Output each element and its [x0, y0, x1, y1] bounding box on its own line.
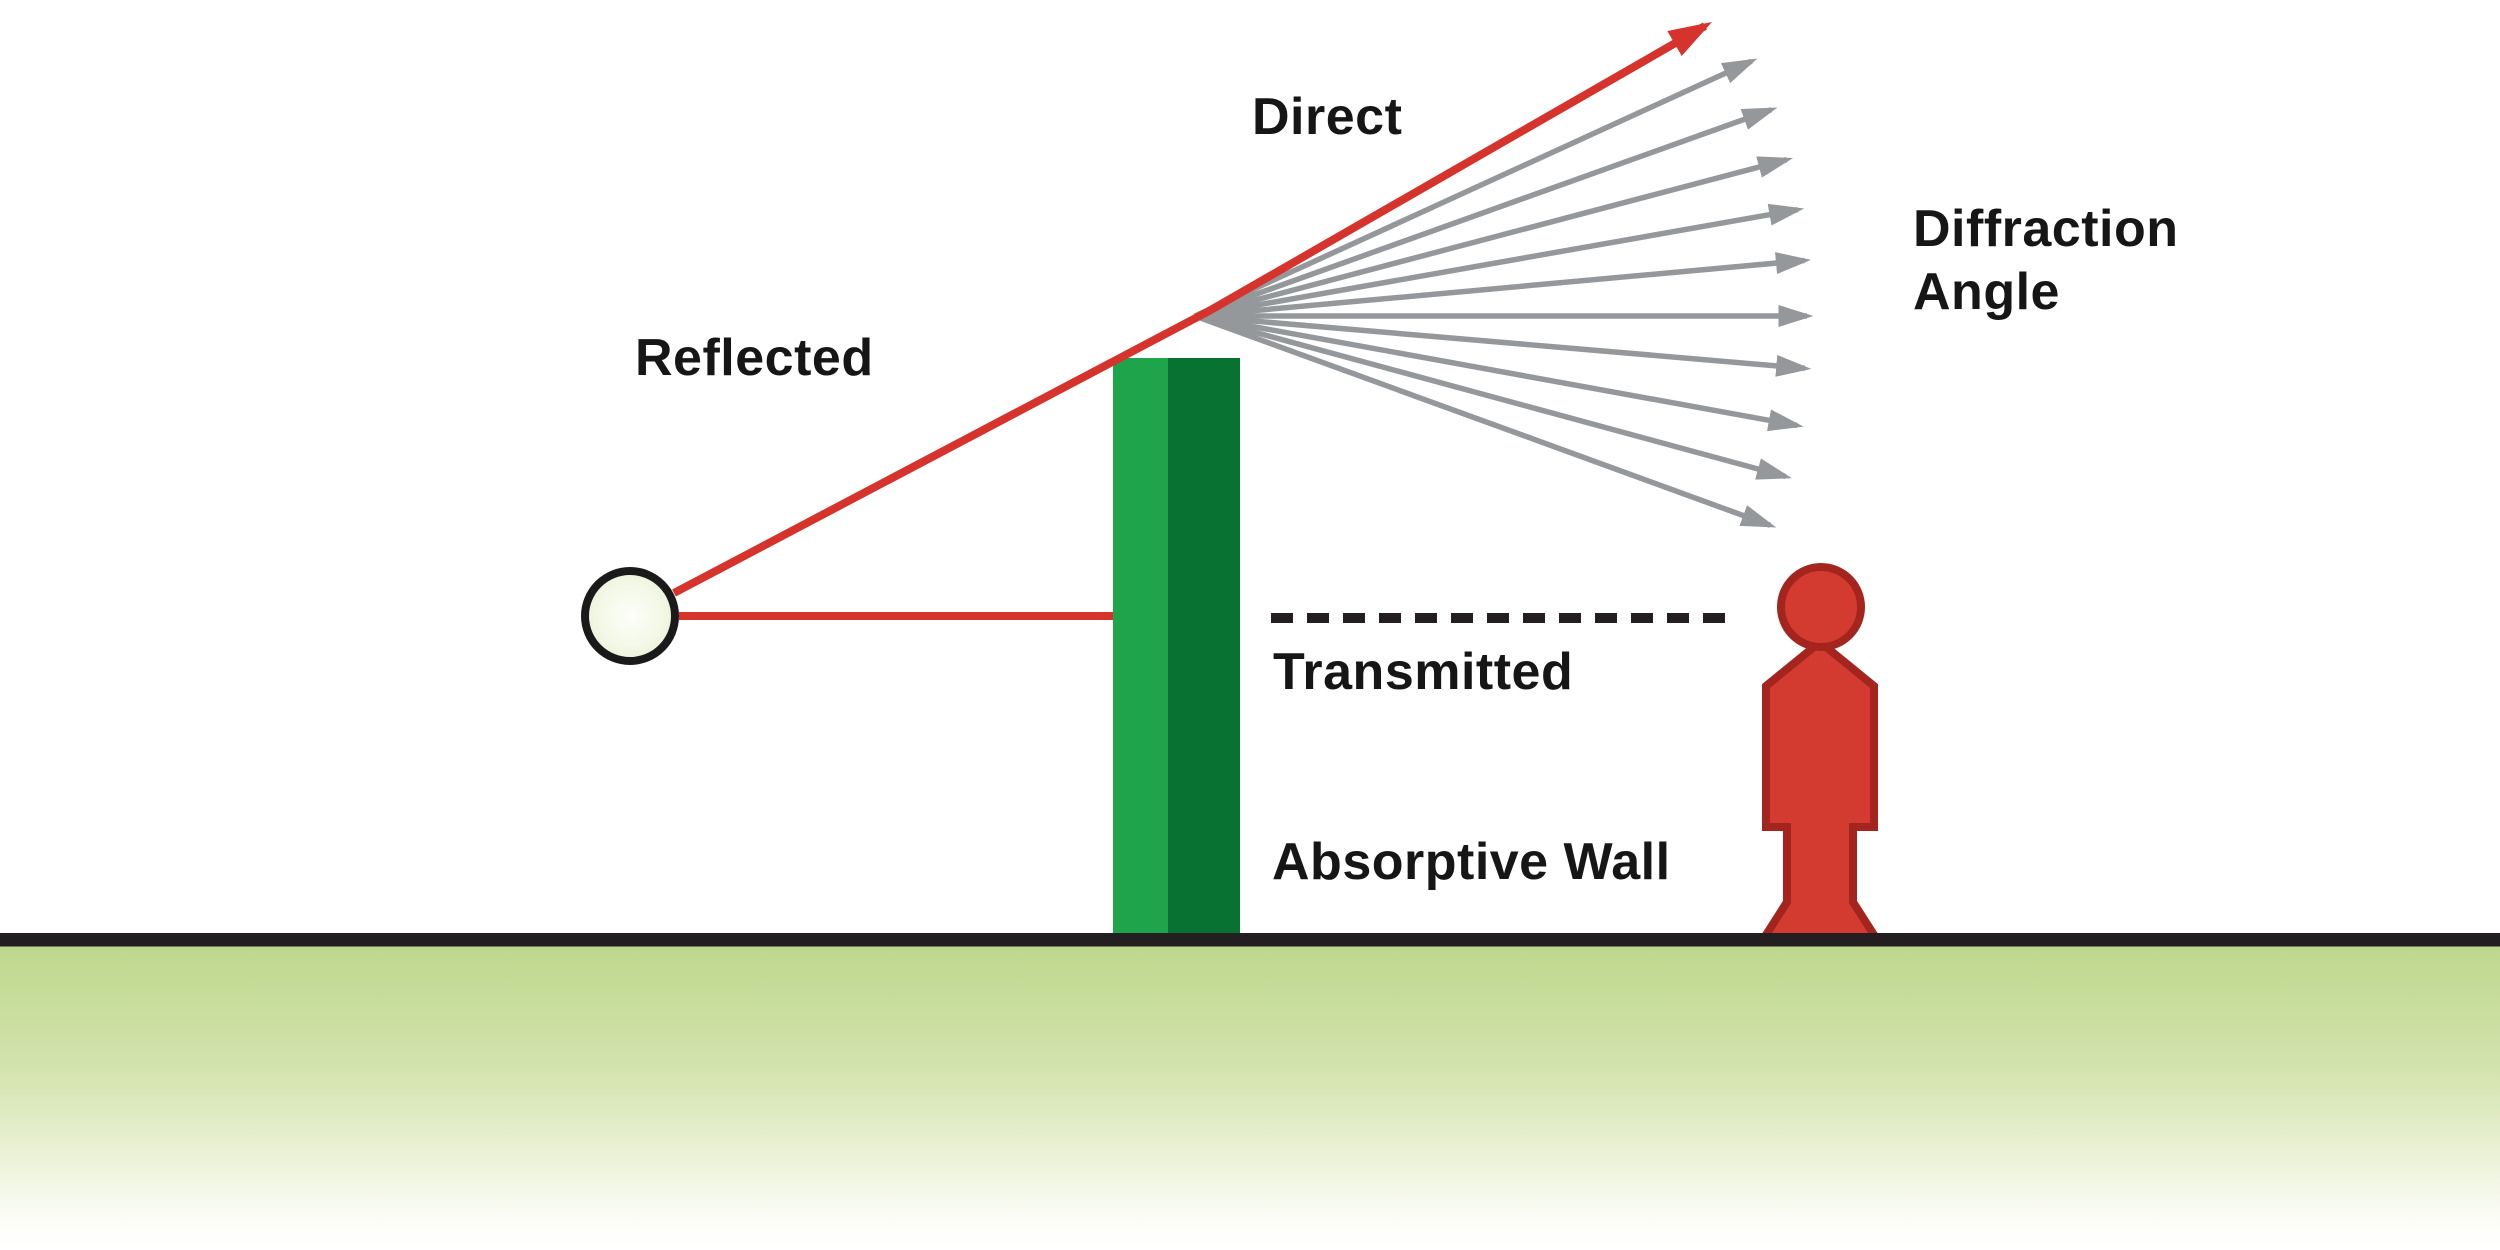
person-figure — [1756, 563, 1884, 942]
diffraction-ray — [1194, 107, 1778, 319]
diffraction-ray — [1194, 203, 1805, 319]
label-transmitted: Transmitted — [1273, 643, 1574, 701]
diffraction-ray — [1194, 252, 1812, 319]
direct-ray — [672, 22, 1712, 597]
person-body — [1756, 636, 1884, 942]
diffraction-rays — [1193, 58, 1814, 528]
wall-dark-face — [1168, 358, 1240, 936]
label-diffraction-angle: Diffraction Angle — [1913, 198, 2179, 324]
absorptive-wall-shape — [1113, 358, 1240, 936]
diffraction-ray — [1194, 313, 1812, 377]
label-direct: Direct — [1252, 88, 1403, 146]
diffraction-ray — [1194, 313, 1792, 480]
diffraction-ray — [1194, 313, 1777, 528]
label-absorptive-wall: Absorptive Wall — [1272, 833, 1671, 891]
diffraction-ray — [1194, 156, 1794, 319]
label-diffraction-line2: Angle — [1913, 263, 2060, 321]
ground-gradient — [0, 946, 2500, 1250]
label-diffraction-line1: Diffraction — [1913, 200, 2179, 258]
ground-line — [0, 933, 2500, 947]
diffraction-ray — [1193, 58, 1758, 319]
label-reflected: Reflected — [635, 329, 874, 387]
diffraction-ray — [1194, 313, 1804, 432]
person-head — [1777, 563, 1865, 651]
wall-light-face — [1113, 358, 1168, 936]
sound-source — [581, 567, 679, 665]
